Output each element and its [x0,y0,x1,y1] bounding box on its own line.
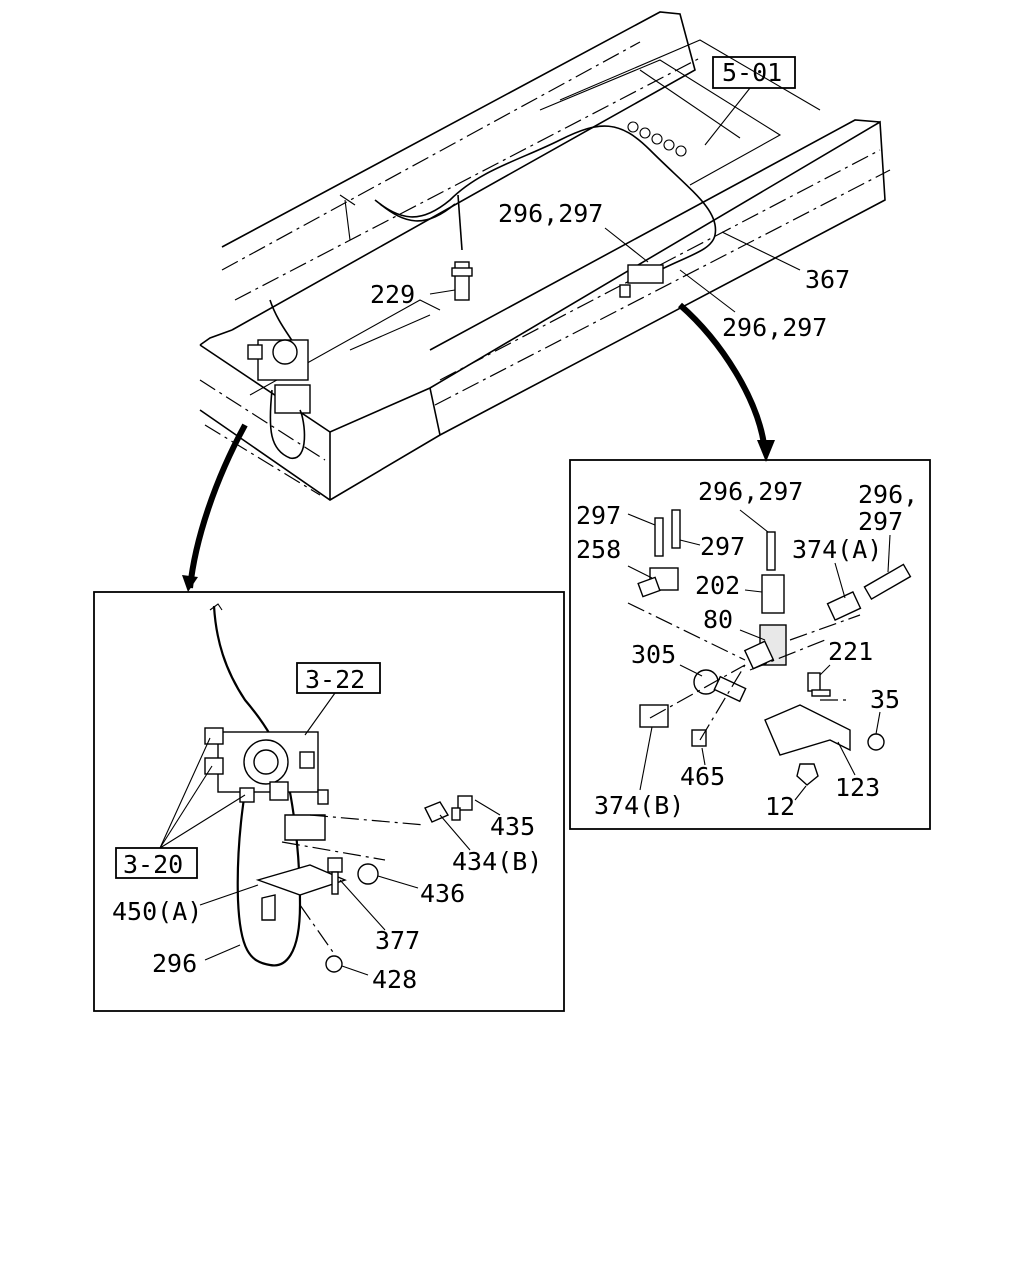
ref-box-3-20 [115,847,198,879]
callout-arrow-left [187,423,248,589]
label-12: 12 [765,792,795,821]
detail-box-right [569,459,931,830]
label-428: 428 [372,965,417,994]
callout-arrow-right [678,302,768,453]
ref-label-3-22: 3-22 [305,665,365,694]
label-80: 80 [703,605,733,634]
label-297-a: 297 [576,501,621,530]
label-296-297-right: 296,297 [698,477,803,506]
label-296-left: 296 [152,949,197,978]
label-434b: 434(B) [452,847,542,876]
detail-box-left [93,591,565,1012]
label-296-297-b: 296,297 [722,313,827,342]
ref-box-5-01 [712,56,796,89]
right-detail-parts [627,509,912,801]
left-detail-parts [159,603,501,976]
relay-valve-overview [247,299,311,459]
label-436: 436 [420,879,465,908]
label-258: 258 [576,535,621,564]
label-35: 35 [870,685,900,714]
label-377: 377 [375,926,420,955]
label-296-297-a: 296,297 [498,199,603,228]
label-374a: 374(A) [792,535,882,564]
label-374b: 374(B) [594,791,684,820]
label-202: 202 [695,571,740,600]
pipe-clip [627,264,664,284]
ref-label-3-20: 3-20 [123,850,183,879]
label-297-c: 297 [858,507,903,536]
label-296-top: 296, [858,480,918,509]
label-465: 465 [680,762,725,791]
label-229: 229 [370,280,415,309]
label-450a: 450(A) [112,897,202,926]
crossmember-holes [627,121,687,157]
ref-box-3-22 [296,662,381,694]
label-367: 367 [805,265,850,294]
label-123: 123 [835,773,880,802]
ref-label-5-01: 5-01 [722,58,782,87]
label-305: 305 [631,640,676,669]
chassis-frame [199,11,891,501]
label-435: 435 [490,812,535,841]
brake-pipe-run [339,125,717,301]
label-297-b: 297 [700,532,745,561]
label-221: 221 [828,637,873,666]
